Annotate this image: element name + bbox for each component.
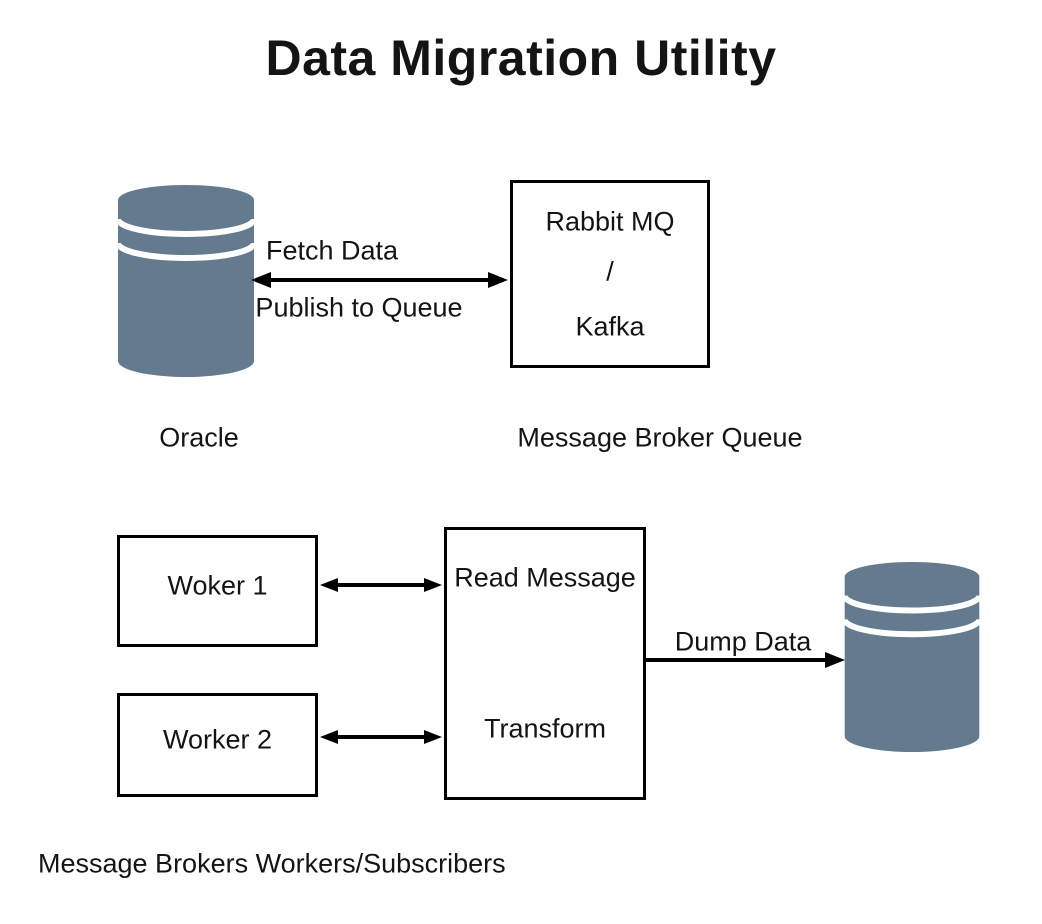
fetch-publish-double-arrow bbox=[251, 272, 508, 288]
cylinder-body bbox=[844, 576, 980, 753]
dump-data-label: Dump Data bbox=[674, 626, 812, 657]
worker1-label: Woker 1 bbox=[167, 570, 268, 601]
arrowhead-right bbox=[424, 578, 442, 592]
workers-subscribers-caption: Message Brokers Workers/Subscribers bbox=[38, 848, 506, 879]
worker1-box: Woker 1 bbox=[117, 535, 318, 647]
arrowhead-left bbox=[320, 578, 338, 592]
broker-line-kafka: Kafka bbox=[575, 311, 645, 342]
broker-line-rabbitmq: Rabbit MQ bbox=[545, 206, 675, 237]
cylinder-stripe bbox=[841, 618, 983, 638]
arrowhead-right bbox=[488, 272, 508, 288]
cylinder-stripe bbox=[841, 594, 983, 614]
source-database-node bbox=[115, 183, 257, 380]
transform-label: Transform bbox=[483, 713, 607, 744]
arrowhead-left bbox=[320, 730, 338, 744]
worker1-processor-double-arrow bbox=[320, 578, 442, 592]
read-message-label: Read Message bbox=[454, 562, 636, 593]
message-broker-box: Rabbit MQ / Kafka bbox=[510, 180, 710, 368]
worker2-box: Worker 2 bbox=[117, 693, 318, 797]
diagram-title: Data Migration Utility bbox=[265, 30, 777, 86]
fetch-data-label: Fetch Data bbox=[265, 235, 399, 266]
arrowhead-right bbox=[424, 730, 442, 744]
cylinder-stripe bbox=[115, 218, 257, 237]
cylinder-stripe bbox=[115, 242, 257, 261]
database-cylinder-icon bbox=[115, 185, 257, 377]
cylinder-top bbox=[118, 185, 254, 215]
cylinder-body bbox=[118, 200, 254, 377]
message-broker-caption: Message Broker Queue bbox=[517, 422, 803, 453]
worker2-processor-double-arrow bbox=[320, 730, 442, 744]
cylinder-top bbox=[844, 561, 980, 592]
arrowhead-right bbox=[825, 652, 845, 668]
target-database-node bbox=[841, 560, 983, 755]
publish-to-queue-label: Publish to Queue bbox=[255, 292, 463, 323]
source-database-caption: Oracle bbox=[159, 422, 239, 453]
processor-box: Read Message Transform bbox=[444, 527, 646, 800]
database-cylinder-icon bbox=[841, 561, 983, 753]
broker-line-slash: / bbox=[606, 256, 614, 287]
worker2-label: Worker 2 bbox=[162, 724, 273, 755]
